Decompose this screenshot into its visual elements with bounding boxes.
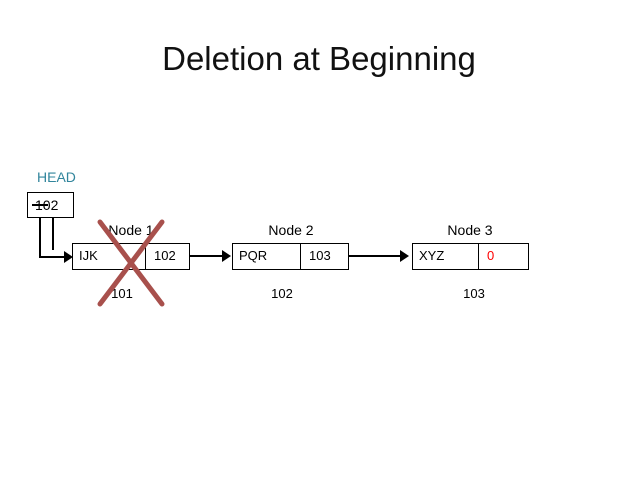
node-label-2: Node 2 bbox=[268, 222, 314, 238]
node-box-3: XYZ 0 bbox=[412, 243, 529, 270]
head-label: HEAD bbox=[37, 169, 76, 185]
node-label-3: Node 3 bbox=[447, 222, 493, 238]
node-3-address: 103 bbox=[463, 286, 485, 301]
node-2-data-cell: PQR bbox=[233, 244, 301, 269]
node-1-next-cell: 102 bbox=[154, 248, 176, 263]
node-box-1: IJK 102 bbox=[72, 243, 190, 270]
node-1-address: 101 bbox=[111, 286, 133, 301]
arrow-right-icon bbox=[222, 250, 231, 262]
node-1-data-cell: IJK bbox=[73, 244, 146, 269]
head-connector-horizontal bbox=[39, 256, 70, 259]
node-2-next-cell: 103 bbox=[309, 248, 331, 263]
arrow-right-icon bbox=[400, 250, 409, 262]
node-3-data-cell: XYZ bbox=[413, 244, 479, 269]
link-line-node2-to-node3 bbox=[349, 255, 401, 258]
page-title: Deletion at Beginning bbox=[162, 40, 476, 77]
link-line-node1-to-node2 bbox=[190, 255, 223, 258]
head-value-strikethrough bbox=[32, 204, 48, 206]
node-box-2: PQR 103 bbox=[232, 243, 349, 270]
head-connector-vertical-left bbox=[39, 218, 42, 258]
node-label-1: Node 1 bbox=[108, 222, 154, 238]
arrow-right-icon bbox=[64, 251, 73, 263]
head-connector-vertical-right bbox=[52, 218, 55, 250]
node-3-next-cell: 0 bbox=[487, 248, 495, 263]
node-2-address: 102 bbox=[271, 286, 293, 301]
